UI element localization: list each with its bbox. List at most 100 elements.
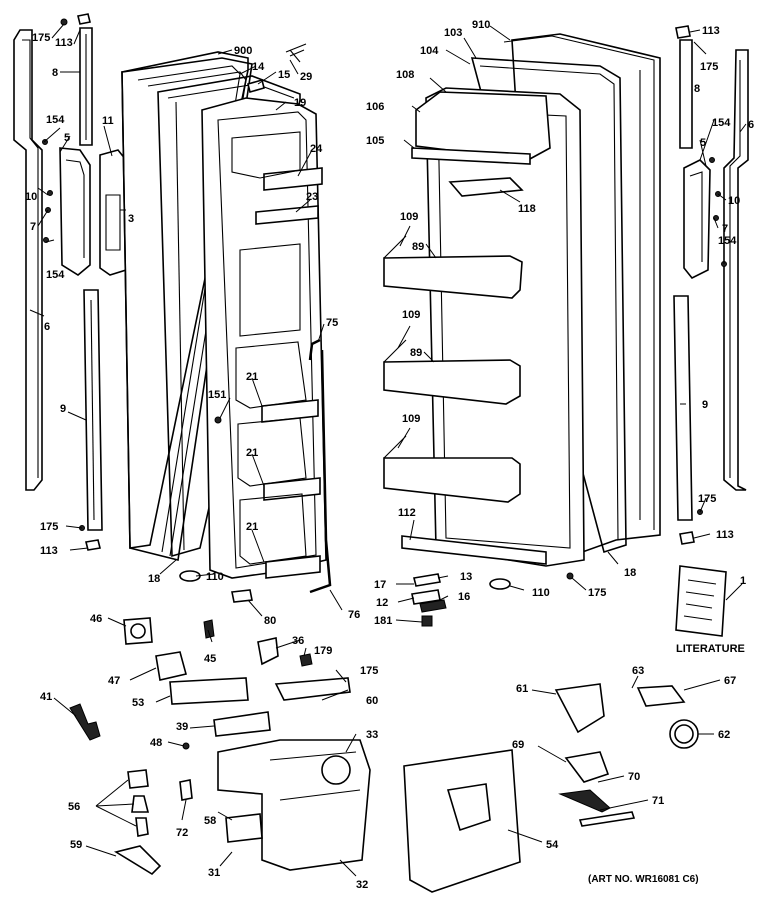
handle-5-left bbox=[59, 147, 91, 276]
fill-tube-75 bbox=[308, 338, 332, 594]
label-106: 106 bbox=[366, 101, 384, 113]
label-154: 154 bbox=[712, 117, 731, 129]
label-62: 62 bbox=[718, 729, 730, 741]
label-110: 110 bbox=[532, 587, 550, 599]
handle-trim-left bbox=[13, 29, 43, 491]
label-46: 46 bbox=[90, 613, 102, 625]
label-21: 21 bbox=[246, 371, 258, 383]
label-175: 175 bbox=[700, 61, 718, 73]
label-21: 21 bbox=[246, 447, 258, 459]
trim-9-left bbox=[83, 289, 103, 531]
label-61: 61 bbox=[516, 683, 528, 695]
label-5: 5 bbox=[64, 132, 70, 144]
label-151: 151 bbox=[208, 389, 226, 401]
label-11: 11 bbox=[102, 115, 114, 127]
label-71: 71 bbox=[652, 795, 664, 807]
label-5: 5 bbox=[700, 137, 706, 149]
label-10: 10 bbox=[728, 195, 740, 207]
label-9: 9 bbox=[702, 399, 708, 411]
label-9: 9 bbox=[60, 403, 66, 415]
screws-right bbox=[489, 25, 727, 590]
label-69: 69 bbox=[512, 739, 524, 751]
hinge-parts bbox=[411, 573, 447, 627]
label-60: 60 bbox=[366, 695, 378, 707]
label-33: 33 bbox=[366, 729, 378, 741]
label-175: 175 bbox=[360, 665, 378, 677]
art-number: (ART NO. WR16081 C6) bbox=[588, 874, 699, 885]
label-47: 47 bbox=[108, 675, 120, 687]
label-910: 910 bbox=[472, 19, 490, 31]
freezer-door-liner bbox=[201, 97, 327, 579]
label-109: 109 bbox=[402, 413, 420, 425]
label-76: 76 bbox=[348, 609, 360, 621]
label-108: 108 bbox=[396, 69, 414, 81]
label-175: 175 bbox=[698, 493, 716, 505]
label-39: 39 bbox=[176, 721, 188, 733]
label-8: 8 bbox=[694, 83, 700, 95]
literature-label: LITERATURE bbox=[676, 643, 745, 655]
label-72: 72 bbox=[176, 827, 188, 839]
label-89: 89 bbox=[412, 241, 424, 253]
label-175: 175 bbox=[32, 32, 50, 44]
label-41: 41 bbox=[40, 691, 52, 703]
label-1: 1 bbox=[740, 575, 746, 587]
label-70: 70 bbox=[628, 771, 640, 783]
label-48: 48 bbox=[150, 737, 162, 749]
foot-110-left bbox=[179, 570, 253, 603]
label-54: 54 bbox=[546, 839, 559, 851]
label-29: 29 bbox=[300, 71, 312, 83]
label-10: 10 bbox=[25, 191, 37, 203]
label-12: 12 bbox=[376, 597, 388, 609]
label-154: 154 bbox=[46, 114, 65, 126]
label-113: 113 bbox=[702, 25, 720, 37]
label-7: 7 bbox=[30, 221, 36, 233]
handle-trim-right bbox=[723, 49, 749, 491]
label-36: 36 bbox=[292, 635, 304, 647]
label-80: 80 bbox=[264, 615, 276, 627]
label-109: 109 bbox=[400, 211, 418, 223]
label-16: 16 bbox=[458, 591, 470, 603]
label-21: 21 bbox=[246, 521, 258, 533]
label-75: 75 bbox=[326, 317, 338, 329]
label-105: 105 bbox=[366, 135, 384, 147]
leader-lines bbox=[29, 23, 747, 877]
label-45: 45 bbox=[204, 653, 216, 665]
label-19: 19 bbox=[294, 97, 306, 109]
label-900: 900 bbox=[234, 45, 252, 57]
label-18: 18 bbox=[624, 567, 636, 579]
handle-8-left bbox=[79, 27, 93, 146]
label-17: 17 bbox=[374, 579, 386, 591]
label-63: 63 bbox=[632, 665, 644, 677]
label-24: 24 bbox=[310, 143, 323, 155]
part-labels: 175 113 8 154 5 11 10 7 154 6 3 9 175 11… bbox=[25, 19, 754, 891]
label-113: 113 bbox=[40, 545, 58, 557]
label-118: 118 bbox=[518, 203, 536, 215]
label-23: 23 bbox=[306, 191, 318, 203]
label-113: 113 bbox=[716, 529, 734, 541]
dispenser-small-parts bbox=[69, 617, 699, 893]
label-53: 53 bbox=[132, 697, 144, 709]
label-3: 3 bbox=[128, 213, 134, 225]
handle-8-right bbox=[679, 39, 693, 149]
label-109: 109 bbox=[402, 309, 420, 321]
bracket-11 bbox=[99, 149, 127, 276]
label-112: 112 bbox=[398, 507, 416, 519]
label-67: 67 bbox=[724, 675, 736, 687]
label-175: 175 bbox=[40, 521, 58, 533]
label-59: 59 bbox=[70, 839, 82, 851]
label-110: 110 bbox=[206, 571, 224, 583]
label-14: 14 bbox=[252, 61, 265, 73]
label-103: 103 bbox=[444, 27, 462, 39]
literature-booklet bbox=[675, 565, 727, 637]
label-18: 18 bbox=[148, 573, 160, 585]
label-56: 56 bbox=[68, 801, 80, 813]
label-179: 179 bbox=[314, 645, 332, 657]
label-181: 181 bbox=[374, 615, 392, 627]
label-113: 113 bbox=[55, 37, 73, 49]
trim-9-right bbox=[673, 295, 693, 521]
label-175: 175 bbox=[588, 587, 606, 599]
label-154: 154 bbox=[46, 269, 65, 281]
label-8: 8 bbox=[52, 67, 58, 79]
label-58: 58 bbox=[204, 815, 216, 827]
